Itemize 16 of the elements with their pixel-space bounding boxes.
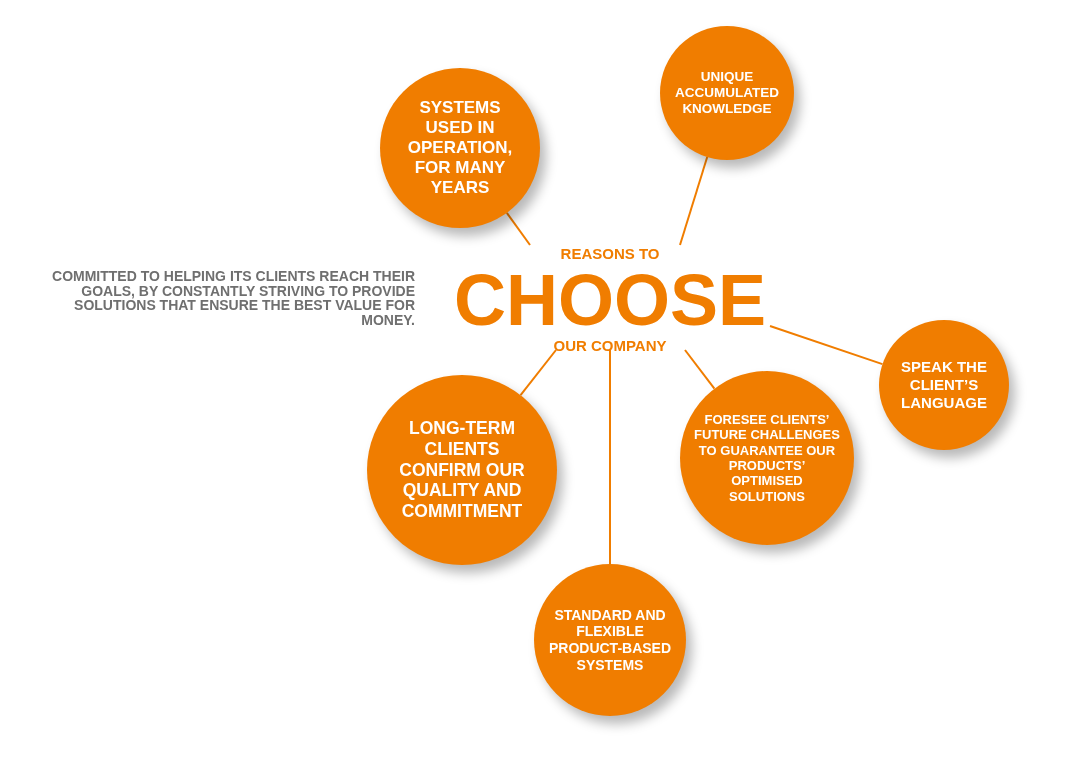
connector-line — [684, 349, 716, 390]
connector-line — [769, 325, 884, 366]
heading: CHOOSE — [452, 263, 767, 337]
connector-line — [505, 211, 531, 246]
mission-statement: COMMITTED TO HELPING ITS CLIENTS REACH THEIR GOALS, BY CONSTANTLY STRIVING TO PROVIDE SOLUTIONS THAT ENSURE THE BEST VALUE FOR MONEY. — [51, 269, 415, 328]
reason-text: FORESEE CLIENTS’ FUTURE CHALLENGES TO GUARANTEE OUR PRODUCTS’ OPTIMISED SOLUTIONS — [693, 412, 841, 504]
subheading: REASONS TO — [559, 245, 661, 263]
reason-text: LONG-TERM CLIENTS CONFIRM OUR QUALITY AND COMMITMENT — [398, 418, 526, 522]
reason-text: STANDARD AND FLEXIBLE PRODUCT-BASED SYSTEMS — [547, 606, 673, 674]
connector-line — [609, 349, 611, 565]
reason-text: UNIQUE ACCUMULATED KNOWLEDGE — [675, 69, 779, 117]
reason-text: SYSTEMS USED IN OPERATION, FOR MANY YEARS — [406, 97, 514, 199]
connector-line — [519, 349, 557, 397]
reason-text: SPEAK THE CLIENT’S LANGUAGE — [900, 358, 988, 412]
subheading: OUR COMPANY — [552, 337, 668, 355]
connector-line — [679, 156, 709, 246]
